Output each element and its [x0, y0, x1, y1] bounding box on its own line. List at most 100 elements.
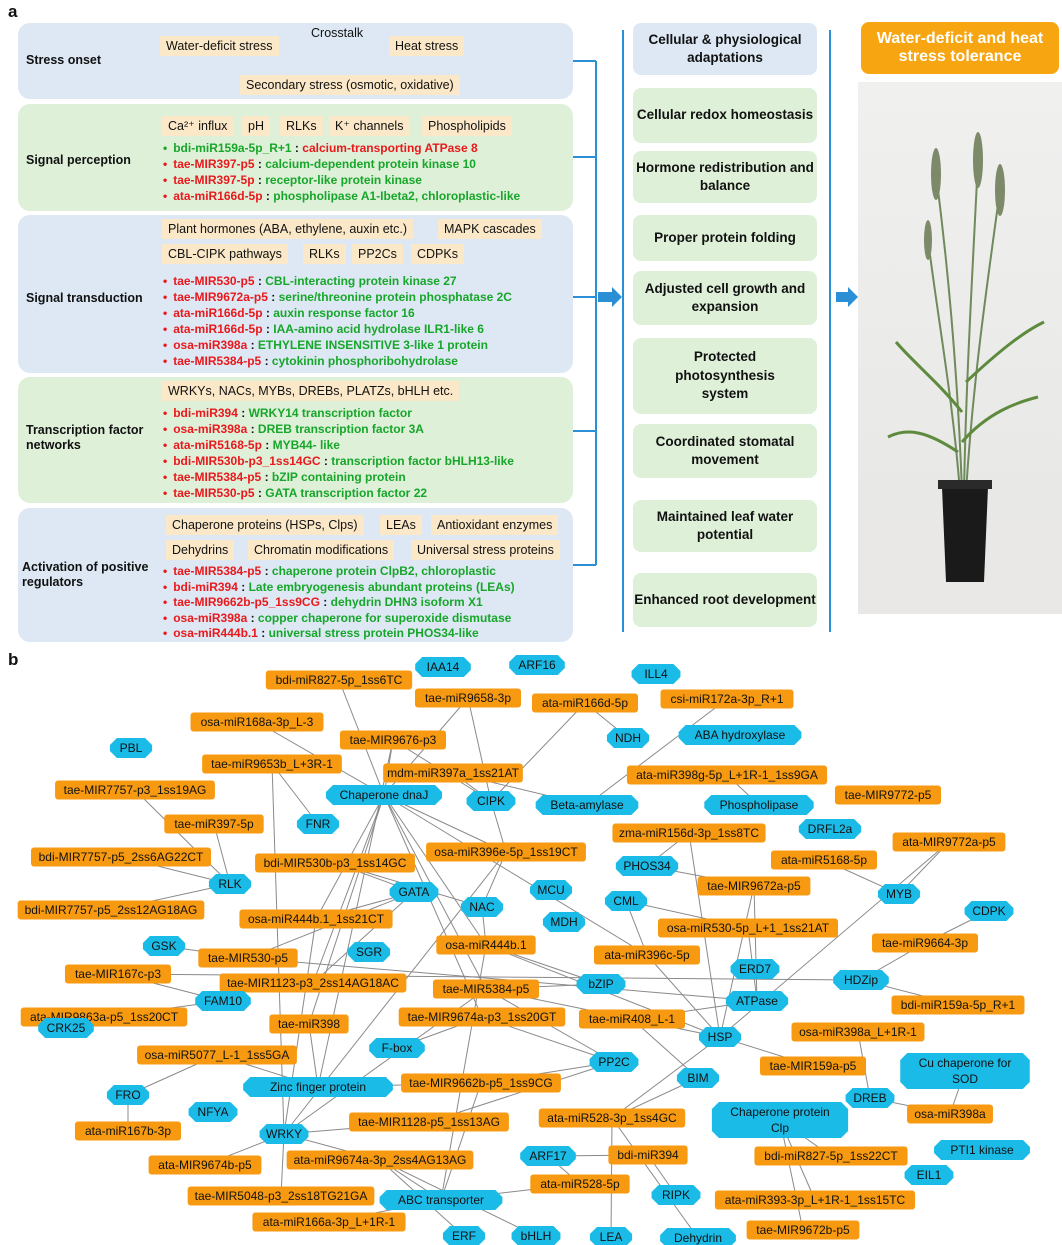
mirna-node: ata-miR166d-5p — [531, 693, 639, 713]
target-node: BIM — [676, 1068, 720, 1088]
mirna-name: tae-MIR397-p5 — [173, 157, 255, 171]
target-node: DRFL2a — [798, 819, 862, 839]
mirna-node: tae-miR408_L-1 — [578, 1009, 686, 1029]
mirna-name: ata-miR166d-5p — [173, 322, 263, 336]
bullet-icon: • — [163, 564, 168, 578]
mirna-name: tae-MIR530-p5 — [173, 486, 255, 500]
target-node-label: CML — [613, 894, 639, 908]
target-node-label: PTI1 kinase — [950, 1143, 1014, 1157]
target-node: LEA — [589, 1227, 633, 1245]
target-node-label: FAM10 — [204, 994, 242, 1008]
target-node-label: RIPK — [662, 1188, 690, 1202]
secondary-stress-chip: Secondary stress (osmotic, oxidative) — [240, 75, 460, 95]
target-node: ILL4 — [631, 664, 681, 684]
mirna-node: tae-miR397-5p — [164, 814, 264, 834]
regulator-row: •tae-MIR5384-p5 : chaperone protein ClpB… — [163, 564, 496, 578]
network-edge — [586, 698, 728, 806]
target-node: FAM10 — [195, 991, 251, 1011]
mirna-node-label: osa-miR396e-5p_1ss19CT — [434, 845, 578, 859]
mirna-node-label: ata-miR167b-3p — [85, 1124, 171, 1138]
transduction-chip-4: PP2Cs — [352, 244, 403, 264]
mirna-node-label: osa-miR530-5p_L+1_1ss21AT — [667, 921, 830, 935]
regulator-row: •ata-miR5168-5p : MYB44- like — [163, 438, 340, 452]
mirna-node: tae-MIR159a-p5 — [759, 1056, 867, 1076]
mirna-node: bdi-miR394 — [608, 1145, 688, 1165]
target-node: FRO — [106, 1085, 150, 1105]
mirna-node-label: bdi-MIR530b-p3_1ss14GC — [264, 856, 407, 870]
target-node: F-box — [369, 1038, 425, 1058]
bullet-icon: • — [163, 141, 168, 155]
target-node-label: ILL4 — [644, 667, 668, 681]
positive-regulators-title: Activation of positive regulators — [22, 560, 149, 589]
target-node: CIPK — [466, 791, 516, 811]
mirna-name: ata-miR166d-5p — [173, 189, 263, 203]
mirna-node-label: osa-miR398a_L+1R-1 — [799, 1025, 917, 1039]
regulator-row: •tae-MIR9672a-p5 : serine/threonine prot… — [163, 290, 512, 304]
target-node: ARF16 — [509, 655, 565, 675]
bullet-icon: • — [163, 438, 168, 452]
bullet-icon: • — [163, 290, 168, 304]
bullet-icon: • — [163, 595, 168, 609]
adaptation-4: Protected photosynthesis system — [633, 338, 817, 414]
panel-a-label: a — [8, 2, 18, 21]
tf-networks-title: Transcription factor networks — [26, 423, 144, 452]
regulator-row: •ata-miR166d-5p : auxin response factor … — [163, 306, 415, 320]
adaptation-3: Adjusted cell growth and expansion — [633, 271, 817, 325]
mirna-node-label: tae-MIR9662b-p5_1ss9CG — [409, 1076, 552, 1090]
mirna-node: tae-MIR9674a-p3_1ss20GT — [398, 1007, 566, 1027]
mirna-node: mdm-miR397a_1ss21AT — [383, 763, 523, 783]
mirna-name: osa-miR444b.1 — [173, 626, 258, 640]
tf-chip-0: WRKYs, NACs, MYBs, DREBs, PLATZs, bHLH e… — [162, 381, 460, 401]
mirna-node: zma-miR156d-3p_1ss8TC — [612, 823, 766, 843]
bullet-icon: • — [163, 354, 168, 368]
perception-chip-3: K⁺ channels — [329, 116, 410, 136]
mirna-name: osa-miR398a — [173, 610, 248, 625]
bullet-icon: • — [163, 579, 168, 594]
mirna-node: tae-miR9658-3p — [414, 688, 522, 708]
mirna-node: ata-miR166a-3p_L+1R-1 — [252, 1212, 406, 1232]
bullet-icon: • — [163, 157, 168, 171]
mirna-node-label: tae-miR9653b_L+3R-1 — [211, 757, 333, 771]
mirna-node-label: ata-miR5168-5p — [781, 853, 867, 867]
mirna-name: tae-MIR5384-p5 — [173, 354, 262, 368]
adaptation-2: Proper protein folding — [633, 215, 817, 261]
target-node: PBL — [109, 738, 153, 758]
target-node-label: PHOS34 — [623, 859, 671, 873]
target-node-label: Cu chaperone for — [919, 1056, 1012, 1070]
mirna-node-label: tae-miR397-5p — [174, 817, 254, 831]
target-node: MCU — [529, 880, 573, 900]
target-node-label: ARF17 — [529, 1149, 567, 1163]
mirna-node: osa-miR168a-3p_L-3 — [190, 712, 324, 732]
mirna-node: ata-MIR9674b-p5 — [148, 1155, 262, 1175]
network-edge — [440, 1082, 482, 1201]
mirna-name: bdi-miR159a-5p_R+1 — [173, 141, 292, 155]
transduction-chip-3: RLKs — [303, 244, 346, 264]
mirna-node-label: tae-MIR5048-p3_2ss18TG21GA — [195, 1189, 368, 1203]
target-node-label: F-box — [382, 1041, 413, 1055]
adaptation-7: Enhanced root development — [633, 573, 817, 627]
target-node-label: ABA hydroxylase — [695, 728, 786, 742]
target-node: PP2C — [589, 1052, 639, 1072]
target-node-label: PP2C — [598, 1055, 630, 1069]
mirna-node: tae-MIR5384-p5 — [432, 979, 540, 999]
mirna-name: tae-MIR5384-p5 — [173, 564, 262, 578]
mirna-node-label: ata-miR528-3p_1ss4GC — [547, 1111, 677, 1125]
mirna-node-label: osa-miR444b.1 — [445, 938, 527, 952]
target-node-label: RLK — [218, 877, 241, 891]
bullet-icon: • — [163, 338, 168, 352]
regulator-row: •bdi-miR159a-5p_R+1 : calcium-transporti… — [163, 141, 478, 155]
target-node: DREB — [845, 1088, 895, 1108]
target-node-label: Chaperone dnaJ — [340, 788, 429, 802]
mirna-node: osa-miR398a — [907, 1104, 993, 1124]
target-node: ABC transporter — [379, 1190, 503, 1210]
panel-b-label: b — [8, 650, 19, 669]
network-edge — [490, 702, 586, 802]
mirna-node: osa-miR530-5p_L+1_1ss21AT — [658, 918, 838, 938]
target-gene: transcription factor bHLH13-like — [331, 454, 514, 468]
target-node: Zinc finger protein — [243, 1077, 393, 1097]
bullet-icon: • — [163, 454, 168, 468]
target-node: bHLH — [511, 1226, 561, 1245]
mirna-node: osa-miR444b.1 — [436, 935, 536, 955]
target-node: ERF — [442, 1226, 486, 1245]
target-node: ARF17 — [520, 1146, 576, 1166]
